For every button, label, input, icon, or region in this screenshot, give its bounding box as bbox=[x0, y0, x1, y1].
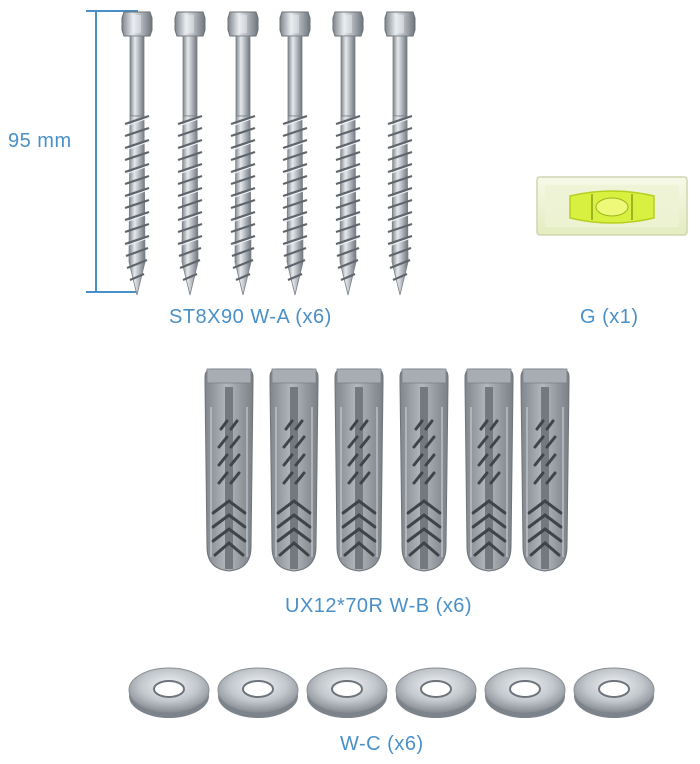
dimension-tick-bottom bbox=[86, 291, 138, 293]
washer-icon bbox=[573, 667, 655, 719]
wall-plug-icon bbox=[333, 367, 385, 573]
lag-screw-icon bbox=[120, 10, 154, 297]
part-label-plug: UX12*70R W-B (x6) bbox=[285, 595, 473, 617]
plug-group bbox=[203, 367, 571, 573]
wall-plug-icon bbox=[463, 367, 515, 573]
washer-icon bbox=[128, 667, 210, 719]
wall-plug-icon bbox=[398, 367, 450, 573]
wall-plug-icon bbox=[203, 367, 255, 573]
lag-screw-icon bbox=[331, 10, 365, 297]
washer-icon bbox=[395, 667, 477, 719]
washer-icon bbox=[484, 667, 566, 719]
lag-screw-icon bbox=[383, 10, 417, 297]
lag-screw-icon bbox=[278, 10, 312, 297]
screw-group bbox=[120, 10, 417, 297]
dimension-line bbox=[95, 10, 97, 292]
wall-plug-icon bbox=[268, 367, 320, 573]
washer-group bbox=[128, 667, 655, 719]
part-label-level: G (x1) bbox=[580, 306, 639, 328]
wall-plug-icon bbox=[519, 367, 571, 573]
lag-screw-icon bbox=[173, 10, 207, 297]
bubble-level-icon bbox=[536, 176, 688, 236]
washer-icon bbox=[306, 667, 388, 719]
part-label-screw: ST8X90 W-A (x6) bbox=[169, 306, 332, 328]
dimension-label: 95 mm bbox=[8, 130, 72, 152]
part-label-washer: W-C (x6) bbox=[340, 733, 424, 755]
dimension-tick-top bbox=[86, 10, 138, 12]
washer-icon bbox=[217, 667, 299, 719]
lag-screw-icon bbox=[226, 10, 260, 297]
